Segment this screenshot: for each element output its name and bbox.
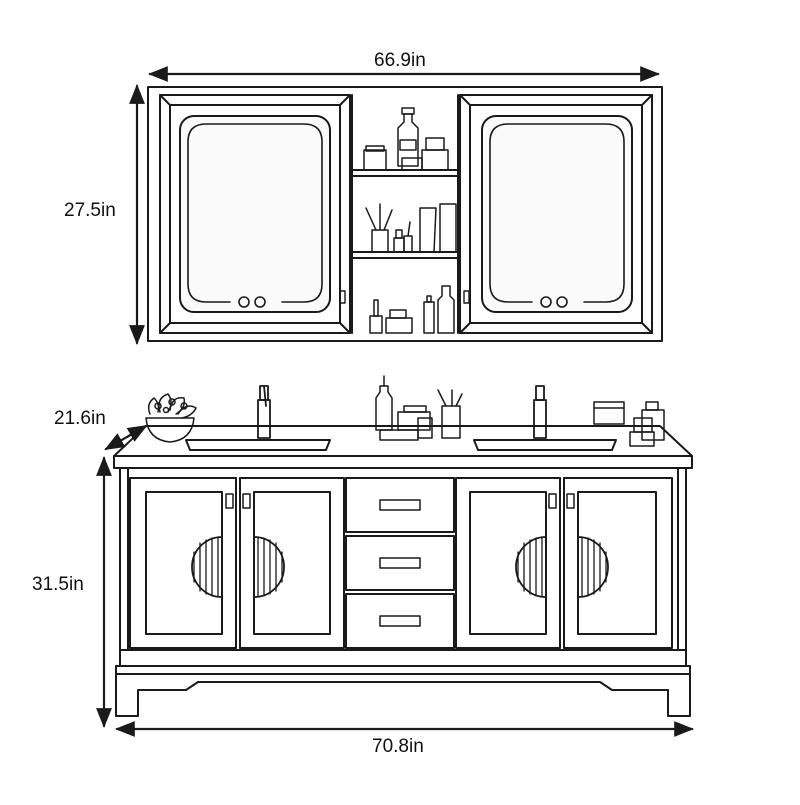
mirror-cabinet: [147, 86, 663, 342]
counter-jars: [593, 401, 665, 447]
shelf-items-bottom: [369, 285, 455, 334]
countertop: [113, 425, 693, 469]
right-touch-button-2: [556, 296, 568, 308]
left-door-handle-1: [225, 493, 234, 509]
left-door-handle-2: [242, 493, 251, 509]
vanity-depth-dimension-line: [104, 424, 148, 451]
counter-toiletries: [375, 375, 463, 441]
vanity-body: [119, 467, 687, 667]
cabinet-height-label: 27.5in: [62, 200, 118, 222]
drawer-1: [345, 477, 455, 533]
left-cabinet-doors: [129, 477, 345, 649]
vanity-depth-label: 21.6in: [52, 408, 108, 430]
right-mirror-glass: [481, 115, 633, 313]
right-mirror-door: [459, 94, 653, 334]
drawer-3: [345, 593, 455, 649]
drawer-3-handle: [379, 615, 421, 627]
left-mirror-led-strip: [187, 123, 323, 303]
left-sink-basin: [185, 439, 331, 451]
potted-plant: [145, 393, 197, 443]
right-door-handle-1: [548, 493, 557, 509]
right-faucet: [533, 385, 547, 439]
vanity-width-label: 70.8in: [370, 736, 426, 758]
mirror-cabinet-frame: [147, 86, 663, 342]
shelf-items-middle: [365, 203, 457, 253]
drawer-stack: [345, 477, 455, 649]
right-sink-basin: [473, 439, 617, 451]
right-door-latch: [463, 290, 470, 304]
dimension-lines: [96, 66, 694, 737]
open-shelving: [351, 94, 459, 334]
shelf-items-top: [363, 107, 449, 171]
drawer-2: [345, 535, 455, 591]
right-door-handle-2: [566, 493, 575, 509]
drawer-2-handle: [379, 557, 421, 569]
right-touch-button-1: [540, 296, 552, 308]
left-door-medallion-right: [253, 536, 285, 598]
right-door-medallion-left: [515, 536, 547, 598]
shelf-top: [351, 169, 459, 177]
right-cabinet-doors: [455, 477, 673, 649]
vanity-base: [115, 665, 691, 717]
left-door-medallion-left: [191, 536, 223, 598]
left-mirror-glass: [179, 115, 331, 313]
vanity: [113, 375, 693, 717]
cabinet-width-label: 66.9in: [372, 50, 428, 72]
vanity-height-label: 31.5in: [30, 574, 86, 596]
left-touch-button-1: [238, 296, 250, 308]
shelf-bottom: [351, 251, 459, 259]
left-mirror-door: [159, 94, 351, 334]
right-mirror-led-strip: [489, 123, 625, 303]
left-touch-button-2: [254, 296, 266, 308]
drawer-1-handle: [379, 499, 421, 511]
left-faucet: [257, 385, 271, 439]
right-door-medallion-right: [577, 536, 609, 598]
left-door-latch: [339, 290, 346, 304]
